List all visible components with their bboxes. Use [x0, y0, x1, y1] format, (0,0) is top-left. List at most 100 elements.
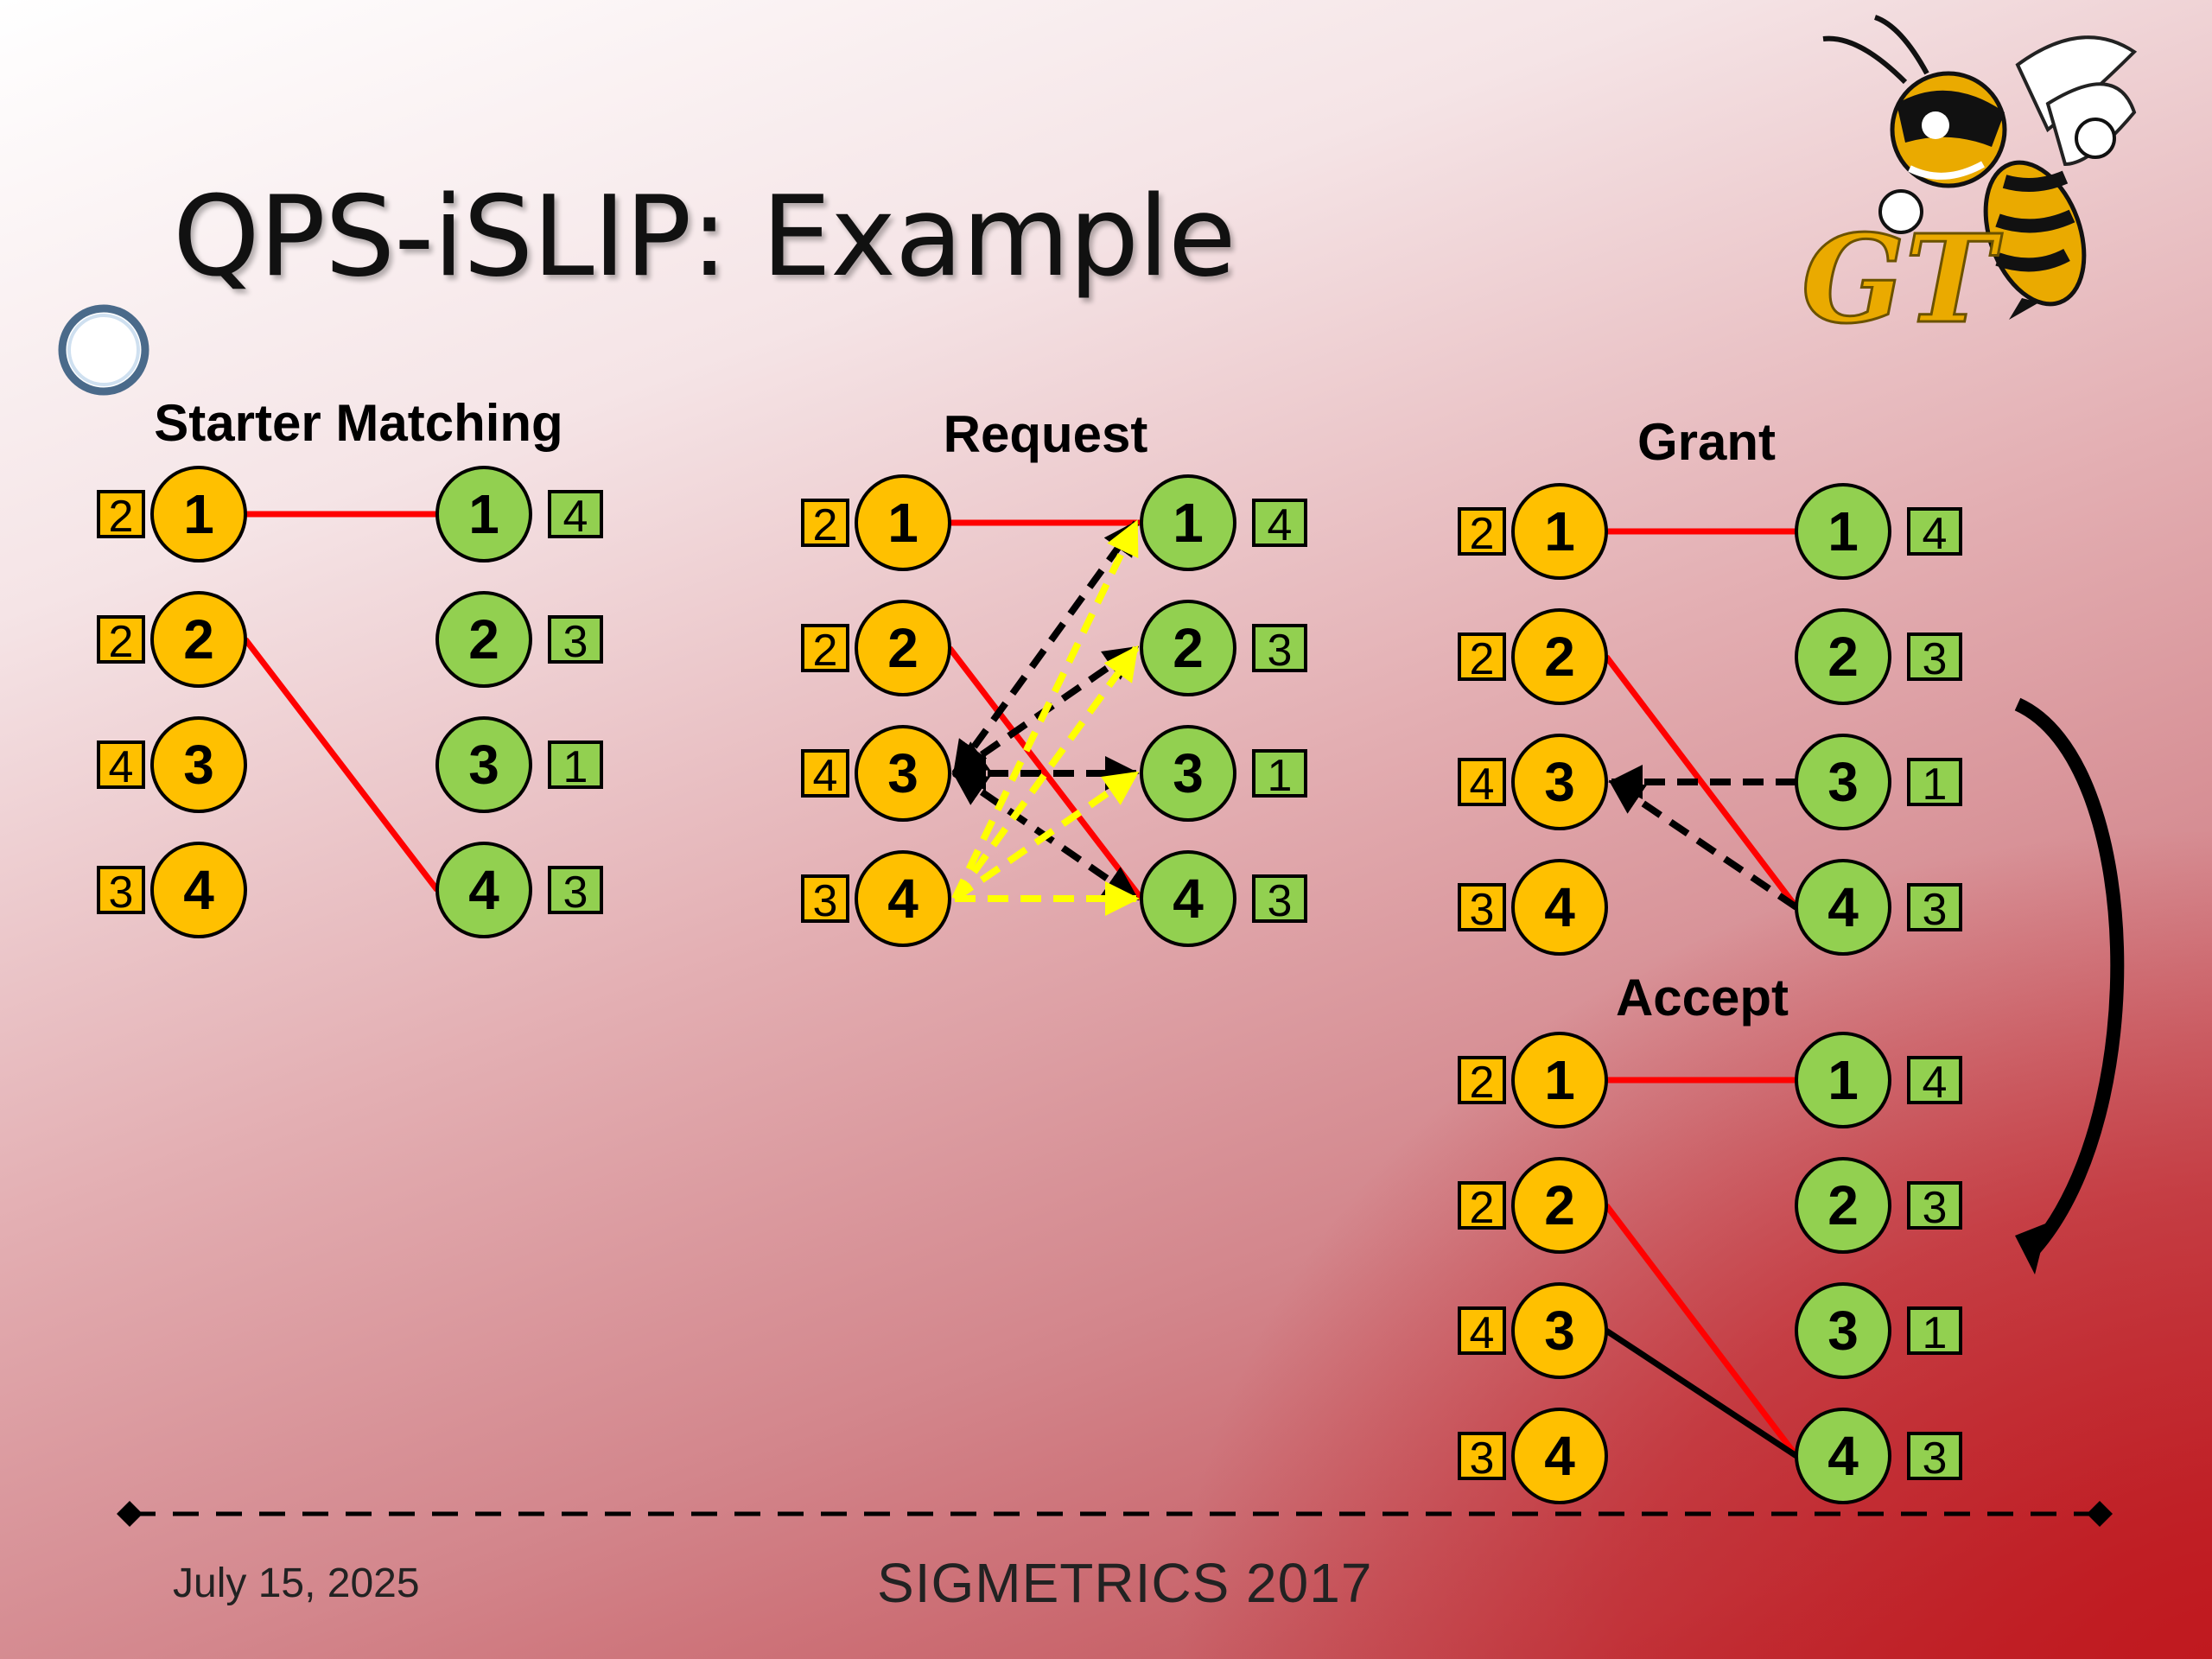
output-queue-count: 3 — [1923, 1433, 1948, 1484]
input-port-node — [1511, 1032, 1608, 1128]
output-port-node — [1795, 1032, 1891, 1128]
input-queue-count: 2 — [1470, 1183, 1495, 1233]
output-queue-count: 4 — [1923, 509, 1948, 559]
footer-date: July 15, 2025 — [173, 1560, 420, 1606]
output-queue-count: 3 — [1923, 634, 1948, 684]
output-queue-box — [1907, 1306, 1962, 1355]
output-port-label: 4 — [1827, 1425, 1859, 1487]
request-edge-yellow — [951, 645, 1140, 901]
input-queue-box — [1458, 758, 1506, 806]
request-edge-yellow — [951, 519, 1140, 900]
output-queue-box — [1252, 499, 1307, 547]
output-queue-count: 4 — [1923, 1058, 1948, 1108]
output-queue-box — [1907, 1056, 1962, 1104]
output-port-node — [1140, 474, 1236, 571]
match-edge — [1604, 1203, 1799, 1459]
accept-edge — [1605, 1328, 1798, 1459]
input-port-node — [1511, 1282, 1608, 1379]
input-port-label: 4 — [1544, 876, 1575, 938]
input-port-node — [1511, 734, 1608, 830]
input-queue-count: 2 — [1470, 1058, 1495, 1108]
output-port-node — [1795, 608, 1891, 705]
panel-title-starter: Starter Matching — [154, 394, 563, 452]
input-queue-box — [97, 866, 145, 914]
slide-title: QPS-iSLIP: Example — [173, 173, 1236, 302]
output-port-label: 2 — [468, 608, 499, 671]
input-port-node — [150, 591, 247, 688]
input-port-node — [855, 850, 951, 947]
input-queue-box — [1458, 632, 1506, 681]
input-port-label: 4 — [887, 868, 918, 930]
output-port-label: 4 — [1827, 876, 1859, 938]
input-queue-box — [801, 749, 849, 798]
output-port-label: 3 — [1827, 751, 1859, 813]
output-port-label: 3 — [1173, 742, 1204, 804]
input-port-label: 2 — [887, 617, 918, 679]
output-port-node — [1140, 725, 1236, 822]
input-queue-box — [97, 615, 145, 664]
input-queue-count: 4 — [109, 742, 134, 792]
grant-edge — [1608, 779, 1799, 911]
output-port-node — [1795, 1157, 1891, 1254]
output-port-label: 1 — [1827, 500, 1859, 563]
input-port-node — [1511, 1157, 1608, 1254]
output-queue-count: 3 — [563, 617, 588, 667]
output-queue-box — [1907, 632, 1962, 681]
input-port-node — [1511, 1408, 1608, 1504]
input-port-node — [855, 600, 951, 696]
edges-accept — [1604, 1077, 1799, 1459]
input-port-node — [855, 474, 951, 571]
request-edge-black — [951, 519, 1140, 777]
input-queue-count: 3 — [1470, 1433, 1495, 1484]
request-edge-yellow — [952, 770, 1140, 902]
match-edge — [243, 637, 440, 893]
input-queue-box — [1458, 1432, 1506, 1480]
input-queue-box — [1458, 1306, 1506, 1355]
input-port-label: 2 — [183, 608, 214, 671]
input-port-label: 4 — [1544, 1425, 1575, 1487]
input-port-label: 3 — [183, 734, 214, 796]
output-port-node — [1795, 734, 1891, 830]
output-queue-box — [1252, 624, 1307, 672]
input-queue-count: 4 — [1470, 760, 1495, 810]
panel-title-accept: Accept — [1616, 969, 1789, 1027]
input-port-label: 4 — [183, 859, 214, 921]
title-divider-bullet — [58, 304, 149, 396]
output-queue-count: 3 — [1923, 885, 1948, 935]
output-queue-count: 3 — [1268, 876, 1293, 926]
input-port-node — [150, 716, 247, 813]
edges-request — [947, 519, 1144, 916]
output-queue-box — [1907, 758, 1962, 806]
input-port-node — [150, 842, 247, 938]
output-queue-count: 3 — [1268, 626, 1293, 676]
gt-logo: GT — [1802, 209, 2003, 351]
input-port-label: 3 — [1544, 751, 1575, 813]
output-queue-count: 3 — [1923, 1183, 1948, 1233]
output-port-node — [1795, 1282, 1891, 1379]
output-port-node — [435, 842, 532, 938]
yellow-jacket-mascot-icon — [1822, 15, 2138, 320]
input-port-label: 1 — [887, 492, 918, 554]
output-port-label: 1 — [468, 483, 499, 545]
input-queue-count: 2 — [109, 617, 134, 667]
input-queue-box — [97, 490, 145, 538]
output-queue-count: 4 — [563, 492, 588, 542]
output-port-node — [1795, 1408, 1891, 1504]
output-queue-box — [548, 615, 603, 664]
input-queue-box — [97, 741, 145, 789]
input-port-label: 1 — [1544, 500, 1575, 563]
output-port-node — [1795, 859, 1891, 956]
output-port-node — [1140, 600, 1236, 696]
output-port-node — [435, 716, 532, 813]
output-port-node — [1140, 850, 1236, 947]
input-queue-count: 3 — [1470, 885, 1495, 935]
input-queue-box — [1458, 507, 1506, 556]
edges-starter — [243, 511, 440, 893]
grant-to-accept-arrow — [2014, 697, 2125, 1254]
output-queue-count: 1 — [1923, 1308, 1948, 1358]
input-queue-count: 2 — [813, 626, 838, 676]
output-port-label: 3 — [468, 734, 499, 796]
